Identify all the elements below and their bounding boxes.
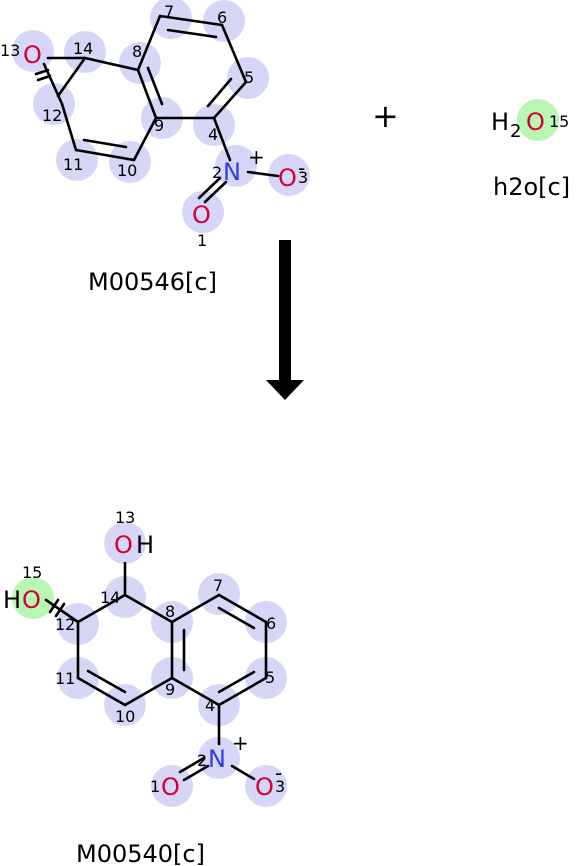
index-6-product: 6 [266, 614, 276, 633]
h2o-H: H [491, 108, 509, 136]
atom-H13-product: H [136, 531, 154, 559]
index-2: 2 [212, 163, 222, 182]
index-8-product: 8 [165, 602, 175, 621]
charge-minus-product: - [275, 761, 282, 785]
index-14-product: 14 [100, 588, 120, 607]
index-9: 9 [154, 116, 164, 135]
index-10-product: 10 [115, 707, 135, 726]
atom-highlight-O15-product [12, 577, 54, 619]
index-2-product: 2 [197, 751, 207, 770]
atom-O15-product: O [22, 586, 41, 614]
reactant-h2o: H 2 O 15 h2o[c] [491, 99, 570, 201]
plus-sign: + [372, 97, 399, 135]
bonds-reactant [34, 14, 280, 204]
index-1: 1 [197, 231, 207, 250]
water-name: h2o[c] [493, 173, 570, 201]
index-4: 4 [208, 125, 218, 144]
index-9-product: 9 [165, 680, 175, 699]
index-12: 12 [42, 106, 62, 125]
reaction-arrow [266, 240, 304, 400]
index-5-product: 5 [265, 668, 275, 687]
reactant-name: M00546[c] [88, 268, 217, 296]
atom-O13: O [23, 41, 42, 69]
atom-highlights-reactant [12, 0, 310, 233]
atom-O13-product: O [114, 531, 133, 559]
index-7: 7 [164, 2, 174, 21]
index-11: 11 [63, 155, 83, 174]
index-15-product: 15 [22, 563, 42, 582]
index-14: 14 [73, 39, 93, 58]
atom-N2: N [223, 158, 241, 186]
index-13-product: 13 [115, 508, 135, 527]
atom-highlight-O15 [517, 99, 559, 141]
reactant-M00546: O N O O + - 13 14 7 6 5 4 8 9 12 11 10 2… [0, 0, 310, 296]
index-8: 8 [132, 42, 142, 61]
index-12-product: 12 [55, 615, 75, 634]
product-name: M00540[c] [76, 840, 205, 866]
charge-plus-product: + [232, 731, 249, 755]
index-15-water: 15 [549, 112, 569, 131]
h2o-subscript: 2 [510, 121, 521, 142]
index-6: 6 [217, 8, 227, 27]
index-3-product: 3 [275, 777, 285, 796]
atom-O3-product: O [255, 773, 274, 801]
charge-plus: + [248, 145, 265, 169]
index-7-product: 7 [213, 576, 223, 595]
atom-O1: O [192, 201, 211, 229]
charge-minus: - [298, 156, 305, 180]
product-M00540: O H H O N O O + - 13 15 14 8 7 6 5 4 9 1… [3, 508, 287, 866]
h2o-O: O [526, 108, 545, 136]
index-3: 3 [298, 168, 308, 187]
atom-O1-product: O [161, 773, 180, 801]
atom-N2-product: N [208, 745, 226, 773]
index-5: 5 [244, 68, 254, 87]
atom-O3: O [278, 164, 297, 192]
atom-H15-product: H [3, 586, 21, 614]
index-4-product: 4 [205, 696, 215, 715]
index-13: 13 [0, 41, 20, 60]
index-1-product: 1 [150, 777, 160, 796]
bonds-product [44, 561, 268, 782]
index-10: 10 [117, 161, 137, 180]
index-11-product: 11 [55, 669, 75, 688]
